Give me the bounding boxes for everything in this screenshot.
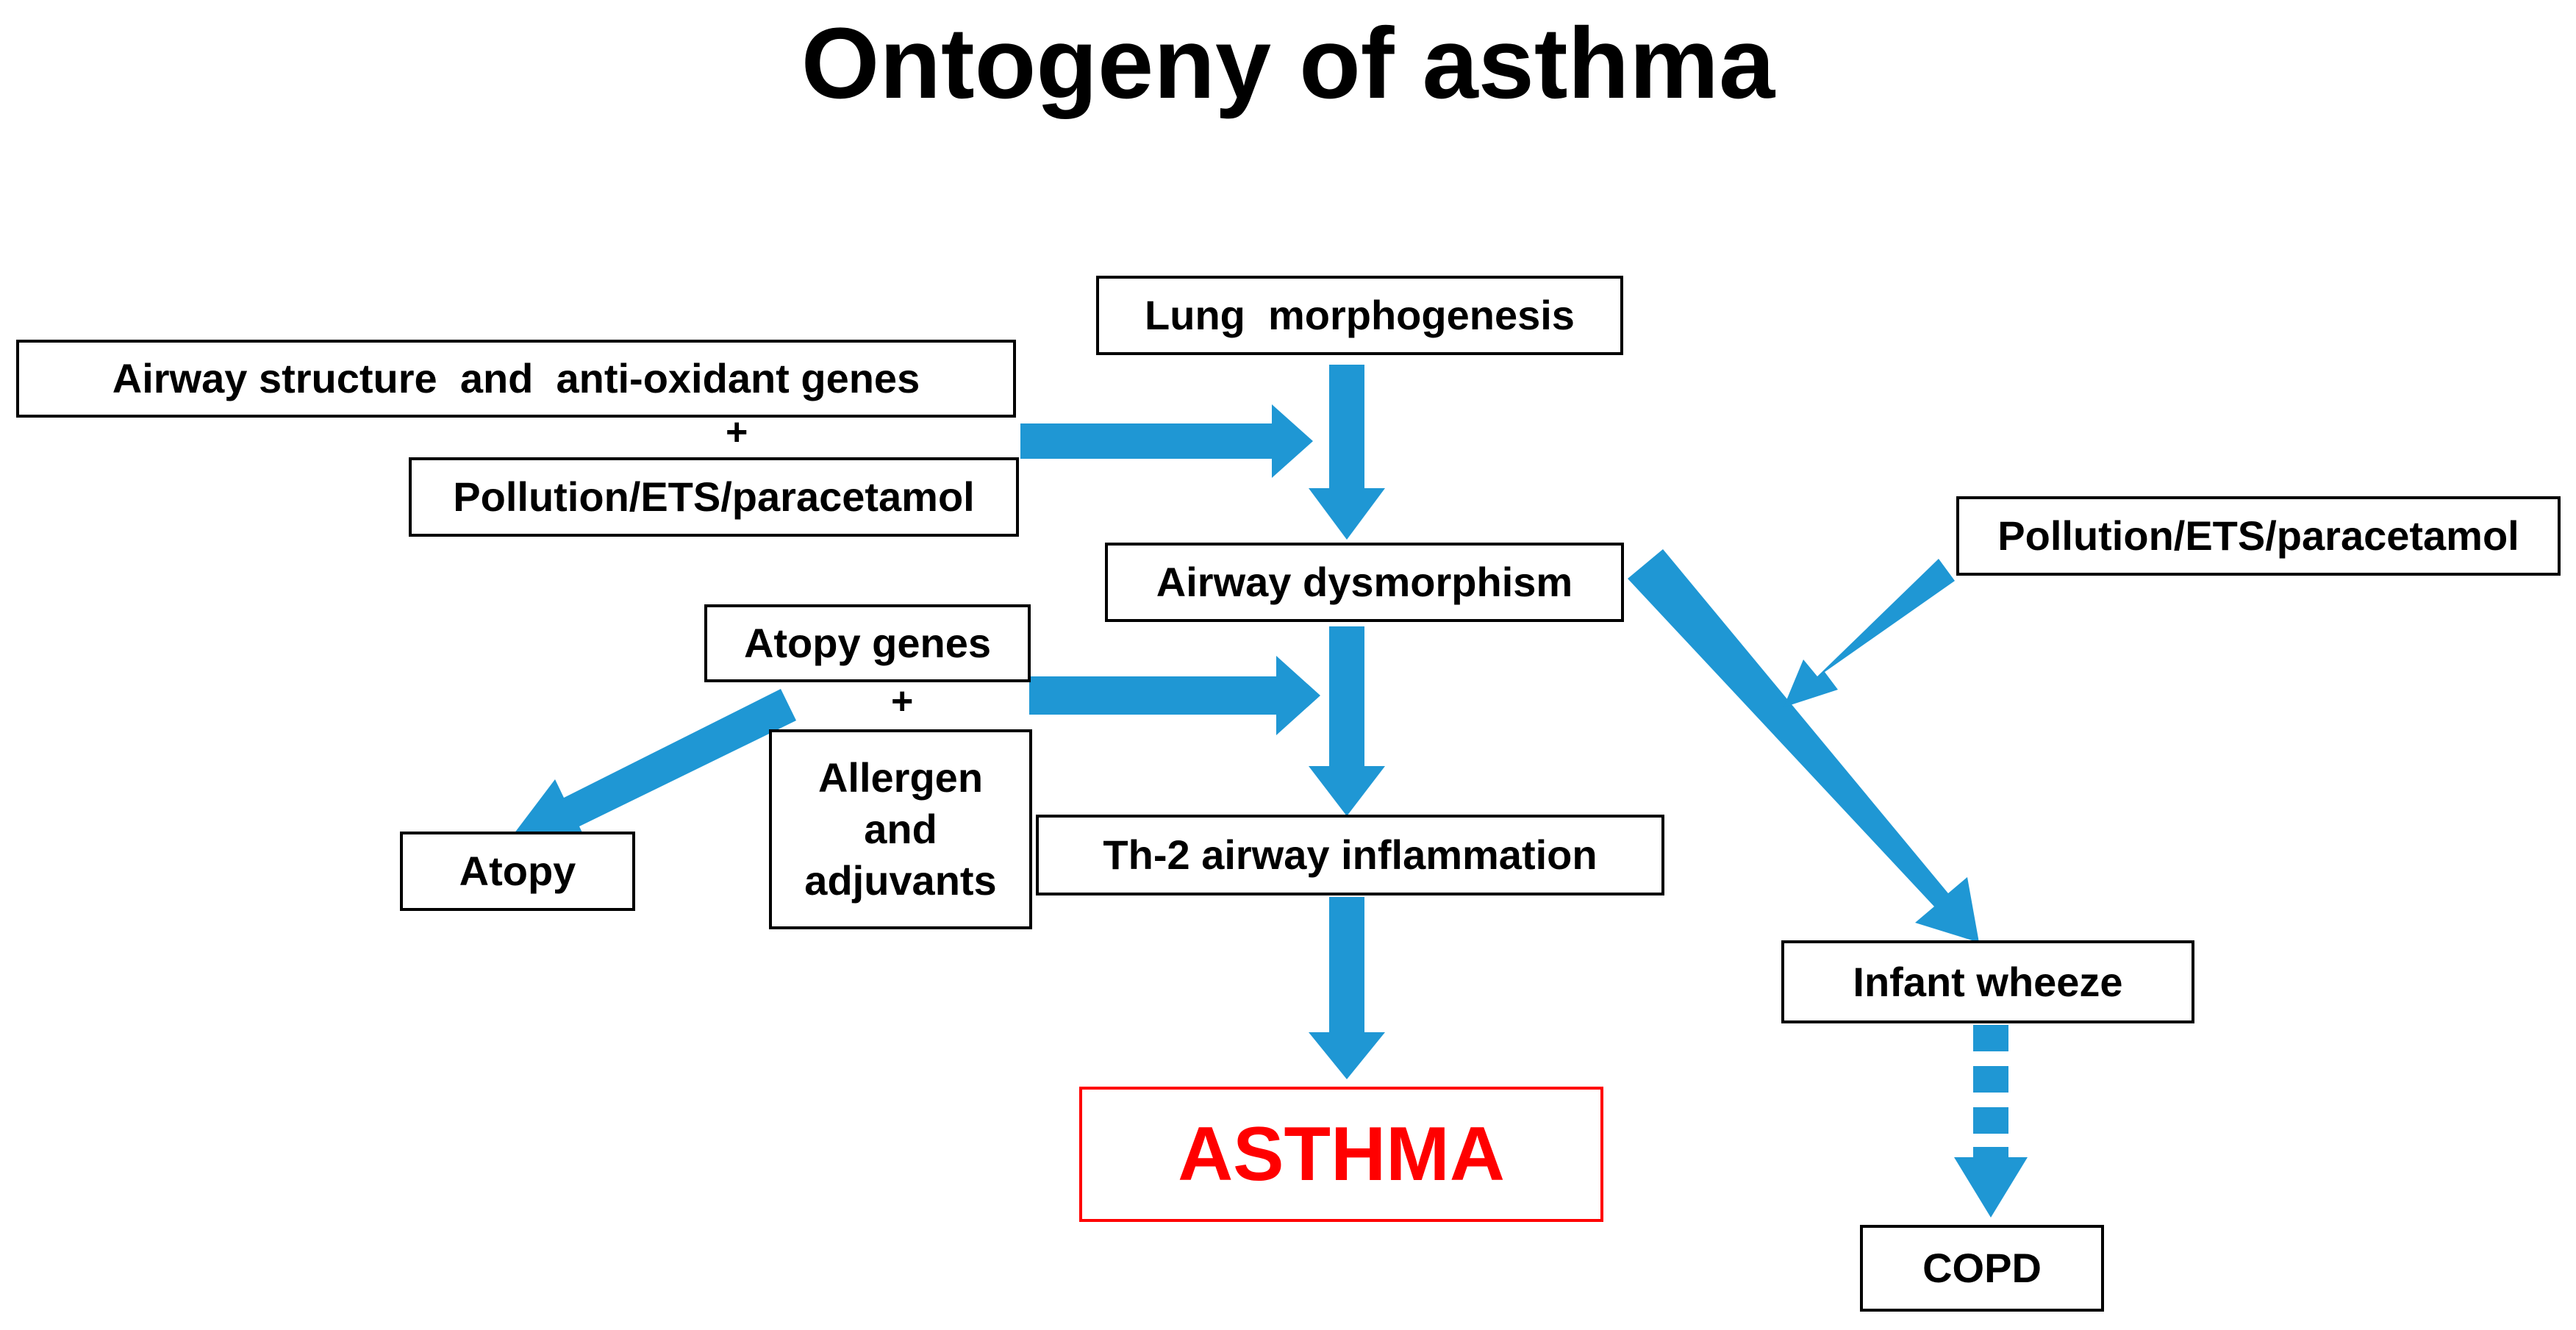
asthma-box: ASTHMA	[1079, 1087, 1603, 1222]
atopy-genes-box: Atopy genes	[704, 604, 1031, 682]
arrow-genes-to-axis	[1020, 404, 1313, 478]
atopy-genes-label: Atopy genes	[743, 620, 992, 666]
pollution-right-label: Pollution/ETS/paracetamol	[1997, 512, 2519, 559]
th2-inflammation-label: Th-2 airway inflammation	[1103, 832, 1598, 878]
copd-label: COPD	[1922, 1245, 2042, 1291]
arrow-pollution-to-diagonal	[1783, 559, 1955, 707]
plus-sign-2: +	[891, 680, 914, 723]
atopy-label: Atopy	[459, 848, 576, 894]
pollution-left-box: Pollution/ETS/paracetamol	[409, 457, 1019, 537]
infant-wheeze-label: Infant wheeze	[1853, 958, 2123, 1005]
allergen-label-line3: adjuvants	[804, 857, 997, 904]
arrow-dysmorphism-to-th2	[1309, 626, 1385, 816]
pollution-left-label: Pollution/ETS/paracetamol	[453, 473, 975, 520]
arrow-atopy-to-axis	[1029, 656, 1320, 735]
allergen-label-line2: and	[864, 806, 937, 852]
arrow-dysmorphism-to-infant-wheeze	[1628, 549, 1979, 943]
allergen-adjuvants-box: Allergen and adjuvants	[769, 729, 1032, 929]
airway-structure-genes-label: Airway structure and anti-oxidant genes	[112, 355, 920, 401]
atopy-box: Atopy	[400, 832, 635, 911]
copd-box: COPD	[1860, 1225, 2104, 1312]
arrow-atopy-genes-to-atopy	[507, 689, 796, 845]
infant-wheeze-box: Infant wheeze	[1781, 940, 2194, 1023]
arrow-th2-to-asthma	[1309, 897, 1385, 1079]
diagram-title: Ontogeny of asthma	[801, 7, 1775, 120]
airway-dysmorphism-box: Airway dysmorphism	[1105, 543, 1624, 622]
arrow-lung-to-dysmorphism	[1309, 365, 1385, 540]
airway-structure-genes-box: Airway structure and anti-oxidant genes	[16, 340, 1016, 418]
allergen-label-line1: Allergen	[817, 754, 984, 801]
pollution-right-box: Pollution/ETS/paracetamol	[1956, 496, 2561, 576]
arrow-infant-wheeze-to-copd-dashed	[1954, 1025, 2028, 1218]
plus-sign-1: +	[726, 411, 748, 454]
airway-dysmorphism-label: Airway dysmorphism	[1156, 559, 1573, 605]
lung-morphogenesis-box: Lung morphogenesis	[1096, 276, 1623, 355]
asthma-label: ASTHMA	[1178, 1112, 1505, 1197]
lung-morphogenesis-label: Lung morphogenesis	[1145, 292, 1575, 338]
th2-inflammation-box: Th-2 airway inflammation	[1036, 815, 1664, 895]
